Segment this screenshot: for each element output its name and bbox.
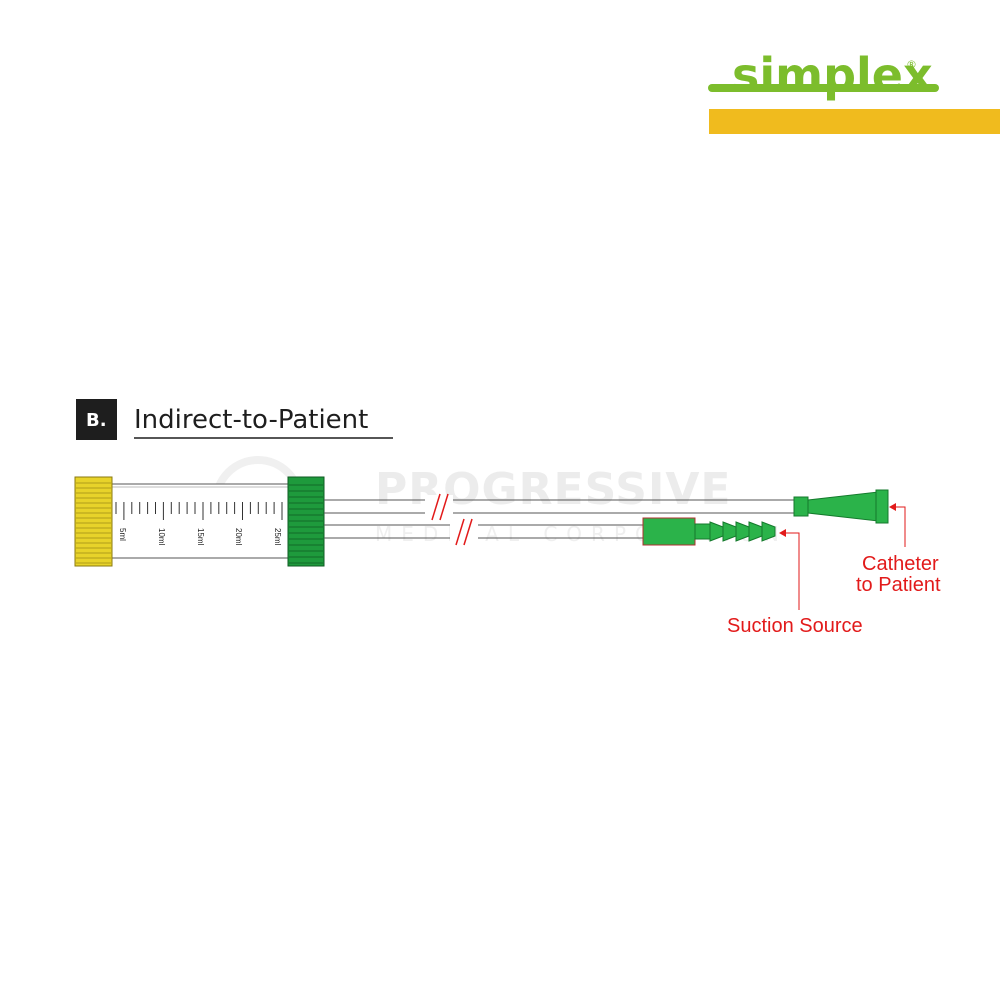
suction-barb — [761, 521, 776, 542]
section-heading: B. Indirect-to-Patient — [76, 399, 393, 440]
scale-label-5ml: 5ml — [118, 528, 127, 541]
catheter-connector — [793, 489, 889, 524]
callout-catheter: Catheter to Patient — [856, 503, 941, 596]
logo-registered-mark: ® — [906, 58, 917, 71]
callout-suction-label: Suction Source — [727, 615, 863, 637]
canister-green-lid — [287, 476, 325, 567]
patient-tubing-break-mark-1 — [431, 493, 441, 521]
callout-catheter-arrowhead — [889, 503, 896, 511]
canister-scale-labels: 5ml 10ml 15ml 20ml 25ml — [118, 528, 282, 546]
suction-connector-barbs — [709, 521, 776, 542]
suction-tubing-break-mark-2 — [463, 518, 473, 546]
section-badge-label: B. — [86, 410, 107, 431]
logo-yellow-bar — [709, 109, 1000, 134]
green-lid-ridges — [289, 484, 323, 564]
callout-suction-arrowhead — [779, 529, 786, 537]
canister: 5ml 10ml 15ml 20ml 25ml — [74, 476, 325, 567]
suction-connector — [642, 517, 776, 546]
patient-tubing-break-mark-2 — [439, 493, 449, 521]
logo-wordmark: simplex — [732, 48, 933, 102]
scale-label-25ml: 25ml — [273, 528, 282, 546]
scale-label-15ml: 15ml — [196, 528, 205, 546]
simplex-logo: simplex ® — [708, 48, 1000, 134]
canister-yellow-cap — [74, 476, 113, 567]
patient-tubing — [324, 493, 794, 521]
section-title: Indirect-to-Patient — [134, 405, 368, 435]
callout-suction: Suction Source — [727, 529, 863, 637]
suction-tubing — [324, 518, 643, 546]
canister-body — [111, 483, 289, 559]
canister-scale-ticks — [115, 502, 283, 520]
suction-tubing-break-mark-1 — [455, 518, 465, 546]
section-badge — [76, 399, 117, 440]
callout-catheter-leader — [893, 506, 906, 547]
yellow-cap-ridges — [76, 482, 111, 564]
callout-suction-leader — [783, 532, 800, 610]
scale-label-20ml: 20ml — [234, 528, 243, 546]
callout-catheter-line1: Catheter — [862, 553, 939, 575]
callout-catheter-line2: to Patient — [856, 574, 941, 596]
scale-label-10ml: 10ml — [157, 528, 166, 546]
